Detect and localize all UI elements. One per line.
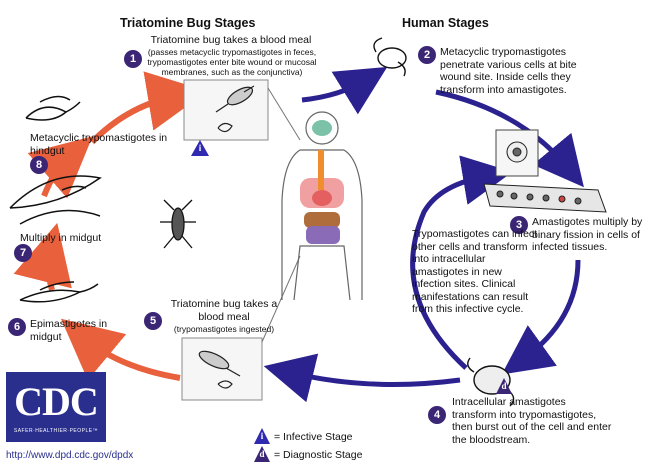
step-5-title: Triatomine bug takes a blood meal: [170, 298, 278, 323]
center-note: Trypomastigotes can infect other cells a…: [412, 228, 538, 315]
human-stages-header: Human Stages: [402, 16, 489, 30]
metacyclic-trypomastigote-figures: [25, 95, 81, 121]
trypomastigote-penetrating-figure: [373, 37, 407, 77]
step-5-detail: (trypomastigotes ingested): [173, 324, 275, 334]
cdc-logo-text: CDC: [14, 379, 99, 424]
triatomine-bug-figure: [160, 199, 196, 249]
cdc-logo-tagline: SAFER·HEALTHIER·PEOPLE™: [13, 428, 99, 434]
step-1-detail: (passes metacyclic trypomastigotes in fe…: [147, 47, 317, 77]
step-3-badge: 3: [510, 216, 528, 234]
arrow-1-to-2: [301, 66, 388, 115]
tissue-image-box: [495, 129, 539, 177]
arrow-3-to-4: [501, 259, 581, 375]
arrow-8-to-1: [89, 71, 208, 145]
legend-diagnostic-icon: [254, 446, 270, 462]
epimastigote-figures: [19, 281, 99, 303]
step-3-text: Amastigotes multiply by binary fission i…: [532, 216, 643, 253]
infected-tissue-figure: [483, 141, 607, 213]
arrow-6-to-7: [13, 222, 72, 291]
diagnostic-stage-marker: [496, 378, 512, 394]
source-url[interactable]: http://www.dpd.cdc.gov/dpdx: [6, 450, 134, 461]
step-4-badge: 4: [428, 406, 446, 424]
bug-stages-header: Triatomine Bug Stages: [120, 16, 256, 30]
legend-infective-label: = Infective Stage: [274, 431, 353, 443]
step-8-badge: 8: [30, 156, 48, 174]
infective-marker-letter: i: [198, 143, 202, 153]
step-4-text: Intracellular amastigotes transform into…: [452, 396, 612, 446]
step-1-title: Triatomine bug takes a blood meal: [150, 34, 312, 46]
step-7-text: Multiply in midgut: [20, 232, 102, 244]
diagnostic-marker-letter: d: [501, 381, 507, 391]
bite-image-box: [183, 79, 269, 141]
dividing-parasite-figures: [9, 175, 102, 225]
arrow-4-to-5: [263, 353, 461, 403]
arrow-2-to-3: [435, 89, 584, 188]
step-1-badge: 1: [124, 50, 142, 68]
step-7-badge: 7: [14, 244, 32, 262]
cdc-logo: [6, 372, 106, 442]
infective-stage-marker: [191, 140, 209, 156]
step-5-badge: 5: [144, 312, 162, 330]
legend-diagnostic-label: = Diagnostic Stage: [274, 449, 363, 461]
legend-diagnostic-letter: d: [259, 449, 265, 459]
arrow-5-to-6: [60, 318, 181, 381]
human-body-figure: [281, 111, 363, 301]
bug-ingesting-figure: [198, 350, 241, 389]
arrow-4-to-3-cycle: [410, 155, 513, 370]
bug-feeding-figure: [215, 85, 255, 133]
legend-infective-icon: [254, 428, 270, 444]
step-2-text: Metacyclic trypomastigotes penetrate var…: [440, 46, 577, 96]
step-6-badge: 6: [8, 318, 26, 336]
step-8-text: Metacyclic trypomastigotes in hindgut: [30, 132, 168, 157]
step-2-badge: 2: [418, 46, 436, 64]
arrow-7-to-8: [27, 136, 93, 199]
legend-infective-letter: i: [260, 431, 264, 441]
step-6-text: Epimastigotes in midgut: [30, 318, 108, 343]
